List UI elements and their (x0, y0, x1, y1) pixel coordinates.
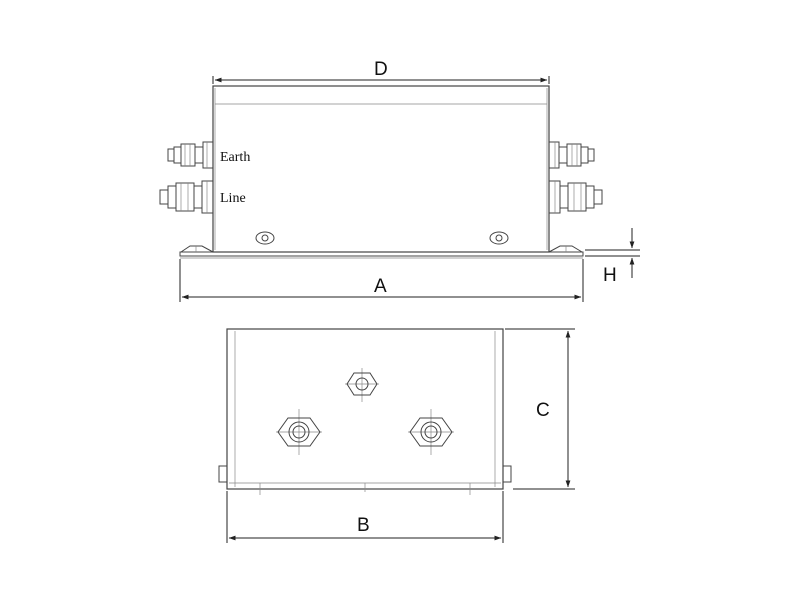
line-label: Line (220, 191, 246, 206)
filter-body (212, 85, 550, 253)
mounting-hole-right (489, 231, 509, 245)
earth-terminal-left (167, 141, 214, 169)
dimension-h: H (585, 228, 640, 286)
mounting-flange (179, 245, 584, 259)
line-terminal-left (159, 180, 214, 214)
top-view: C B (218, 328, 575, 543)
line-terminal-right (548, 180, 603, 214)
earth-stud-top (345, 368, 379, 402)
mounting-hole-left (255, 231, 275, 245)
earth-label: Earth (220, 150, 250, 165)
dimension-c-label: C (536, 400, 550, 421)
dimension-d-label: D (374, 59, 388, 80)
dimension-b-label: B (357, 515, 370, 536)
line-stud-top-left (276, 409, 322, 455)
front-view: Earth Line (159, 59, 640, 302)
line-stud-top-right (408, 409, 454, 455)
dimension-a-label: A (374, 276, 387, 297)
dimension-h-label: H (603, 265, 617, 286)
dimension-c: C (505, 328, 575, 490)
filter-top-body (226, 328, 504, 490)
dimension-b: B (226, 491, 504, 543)
dimension-d: D (212, 59, 550, 84)
dimension-a: A (179, 259, 584, 302)
earth-terminal-right (548, 141, 595, 169)
